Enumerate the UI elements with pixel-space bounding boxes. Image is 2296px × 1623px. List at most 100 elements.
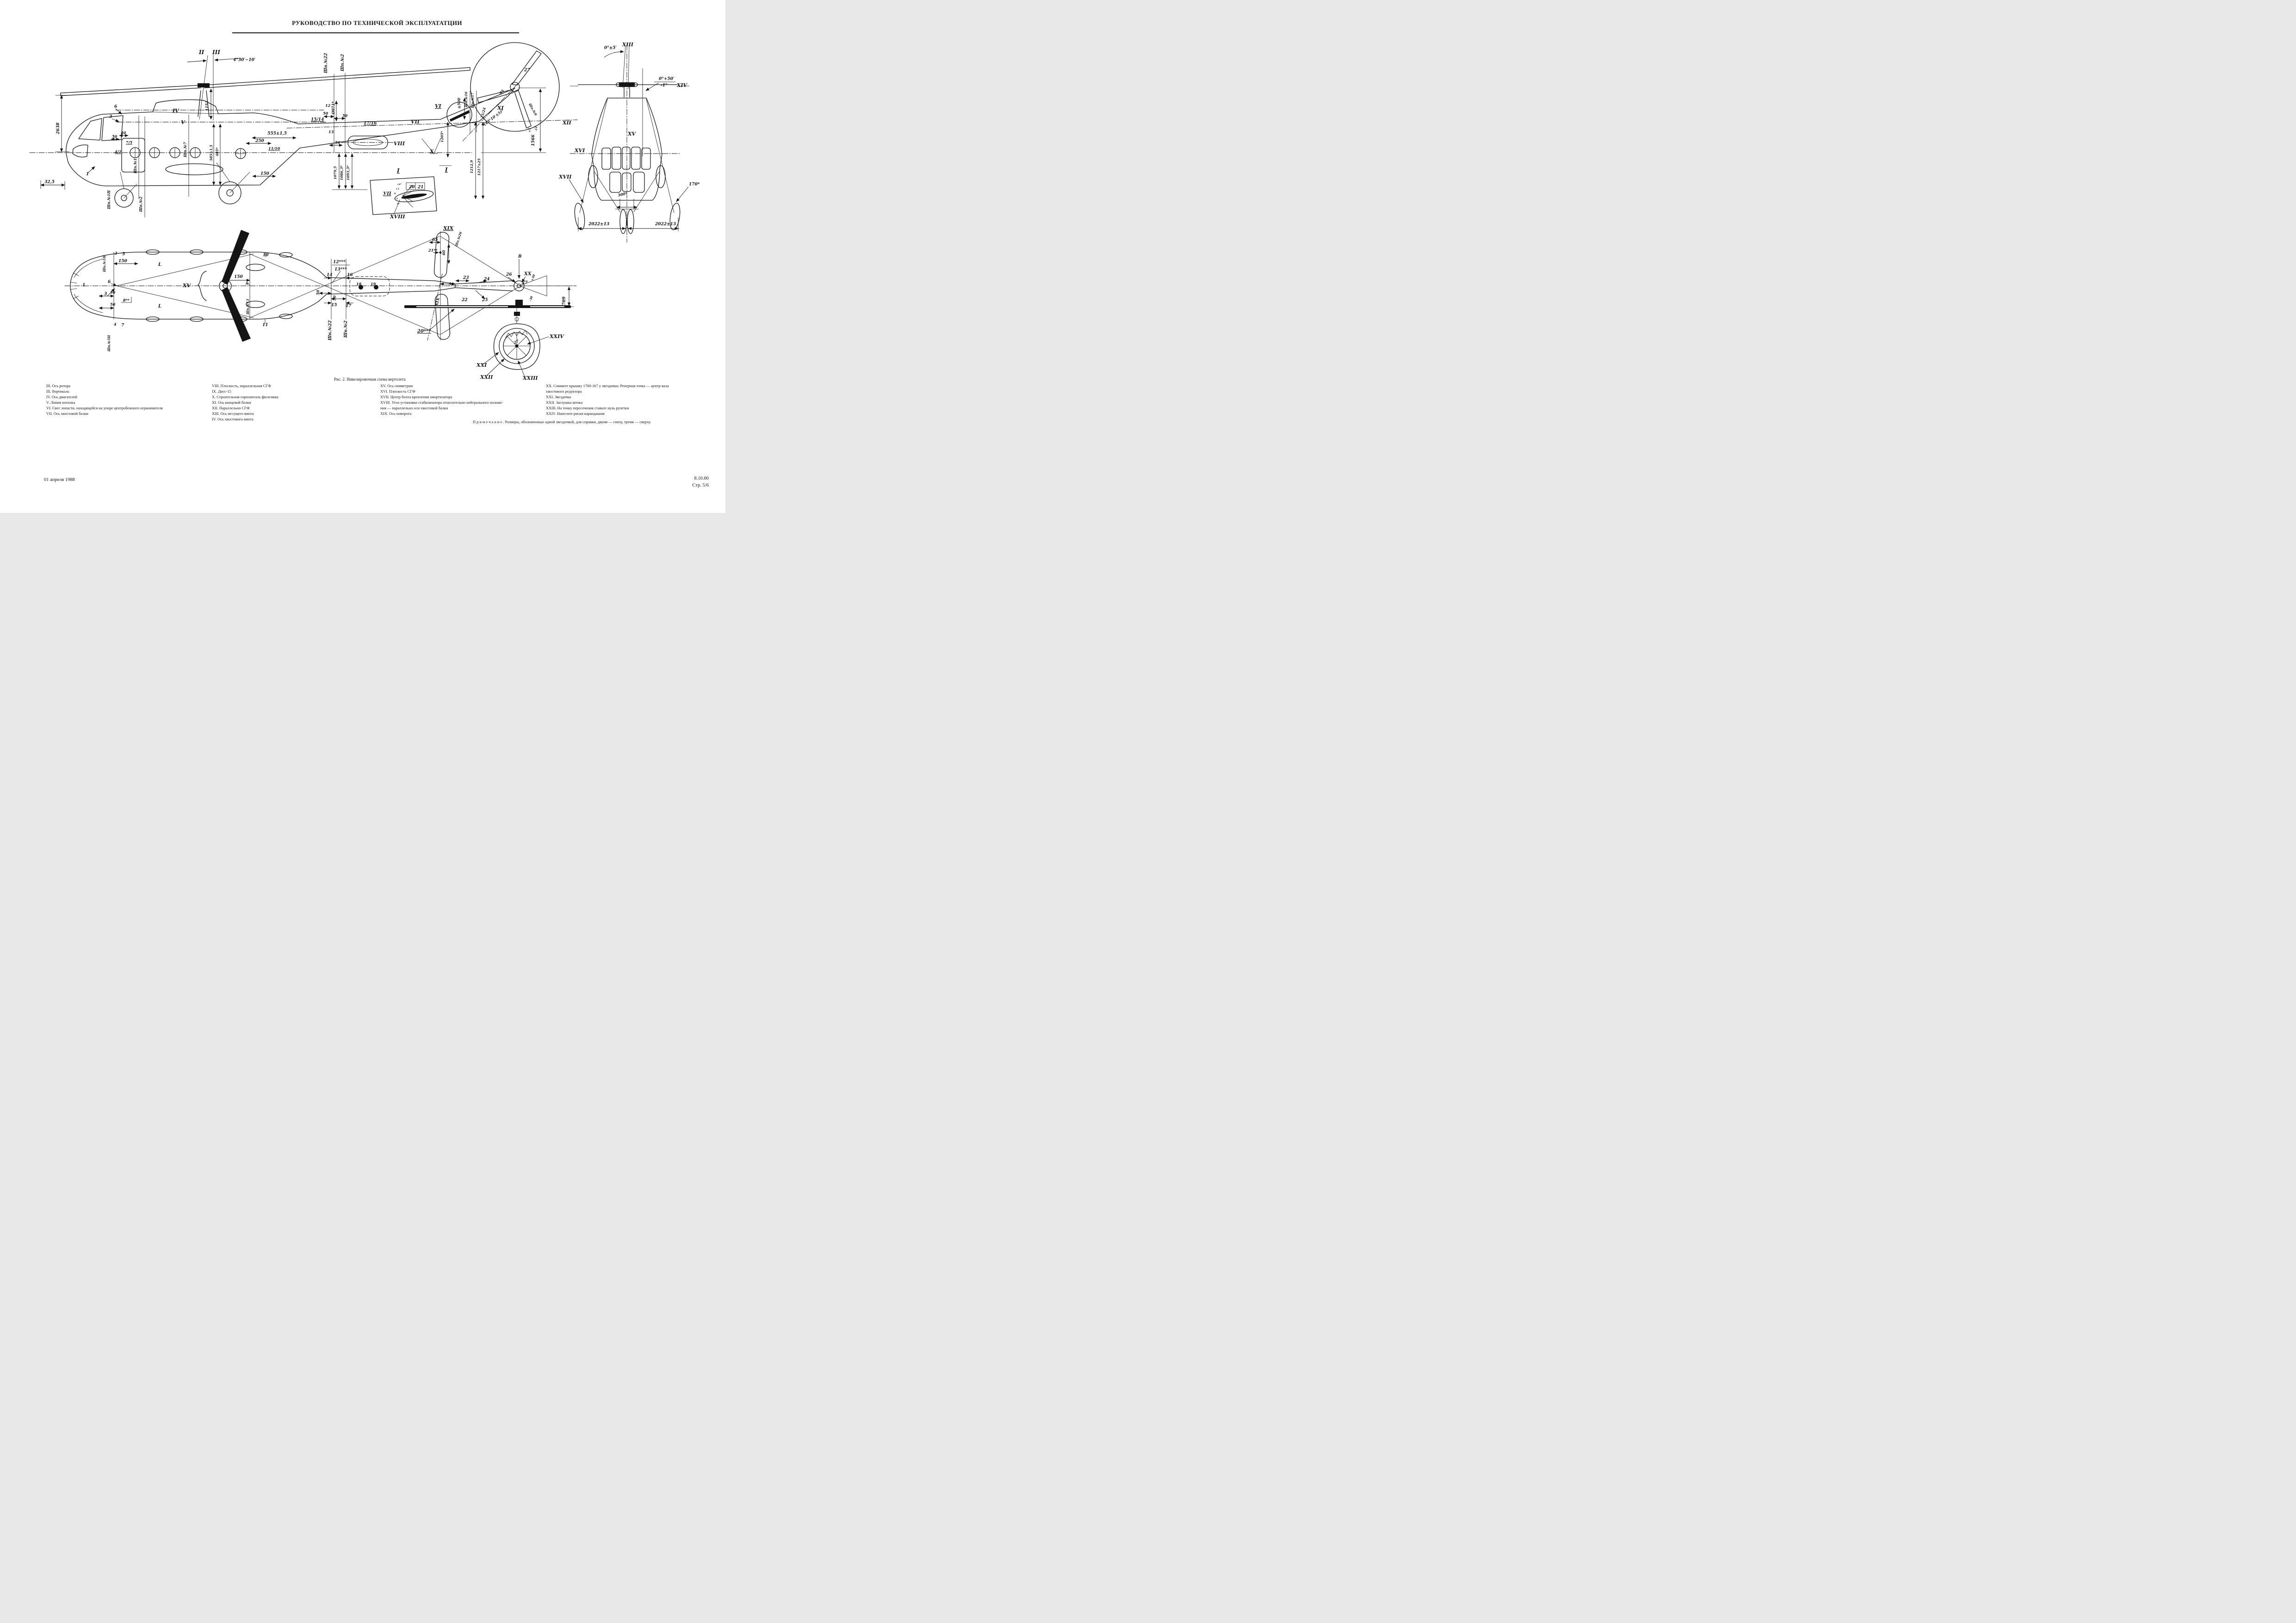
diagram-svg: IIIII4°30′−10′263863IVV555±1,51151585±1,…: [29, 42, 700, 381]
diagram-label: 1212,9: [470, 160, 474, 173]
diagram-label: I: [445, 167, 448, 173]
diagram-label: -1°: [661, 83, 668, 88]
diagram-label: 11/10: [268, 146, 280, 151]
diagram-label: 20***: [417, 329, 431, 334]
diagram-label: 21: [417, 185, 424, 190]
diagram-label: 26: [506, 272, 512, 277]
legend-item: XVIII. Угол установки стабилизатора отно…: [380, 401, 503, 405]
diagram-label: 1: [86, 172, 89, 177]
diagram-label: УП: [383, 191, 391, 197]
diagram-label: 60: [441, 250, 446, 255]
legend-item: VIII. Плоскость, параллельная СГФ: [212, 384, 271, 388]
diagram-label: 21**: [428, 248, 438, 253]
diagram-label: 4°30′−10′: [233, 58, 256, 62]
diagram-label: 170*: [689, 182, 700, 187]
diagram-label: Шп.№5Н: [107, 335, 111, 352]
diagram-label: 5: [122, 252, 125, 257]
diagram-label: 1093,3*: [346, 165, 350, 180]
diagram-label: 0°+50′: [659, 77, 675, 81]
diagram-label: 14: [327, 273, 333, 278]
footer-ref: 8.10.00 Стр. 5/6: [693, 475, 709, 489]
legend-item: III. Вертикаль: [46, 389, 69, 394]
diagram-label: Шп.№13: [246, 299, 250, 315]
diagram-label: XV: [627, 131, 637, 137]
diagram-label: 50: [342, 113, 348, 118]
diagram-label: 2022±13: [655, 222, 676, 227]
top-view: [64, 230, 577, 342]
diagram-label: Шп.№22: [328, 321, 333, 341]
legend-item: XIX. Ось поворота: [380, 412, 412, 416]
diagram-label: 50: [449, 282, 454, 286]
diagram-label: XIX: [434, 297, 441, 307]
diagram-label: Шп.№1: [133, 158, 137, 174]
legend-item: XI. Ось концевой балки: [212, 401, 251, 405]
diagram-label: V: [181, 119, 186, 125]
diagram-label: 1: [82, 283, 85, 288]
diagram-label: XXIV: [549, 333, 564, 339]
legend-item: XII. Параллельно СГФ: [212, 406, 250, 410]
diagram-label: 23: [463, 276, 469, 280]
diagram-label: -6°: [396, 203, 401, 205]
legend-item: IV. Ось двигателей: [46, 395, 78, 399]
diagram-label: 3: [109, 115, 112, 119]
manual-page: РУКОВОДСТВО ПО ТЕХНИЧЕСКОЙ ЭКСПЛУАТАТЦИИ: [0, 0, 725, 513]
diagram-label: Шп.№16: [464, 92, 468, 108]
diagram-label: L: [158, 262, 161, 267]
diagram-label: IV: [172, 108, 179, 114]
diagram-label: I: [396, 167, 400, 174]
diagram-label: 27: [513, 339, 520, 345]
diagram-label: XIX: [443, 225, 454, 231]
diagram-label: Шп.№22: [324, 53, 328, 74]
figure-caption: Рис. 2. Нивелировочная схема вертолета: [334, 377, 406, 382]
diagram-label: 2022±13: [588, 222, 609, 227]
diagram-label: 50: [110, 290, 116, 295]
diagram-label: 17/16: [364, 121, 377, 126]
diagram-label: 1086,3*: [340, 165, 344, 180]
legend-item: XIII. Ось несущего винта: [212, 412, 254, 416]
diagram-label: -12: [535, 126, 538, 131]
diagram-label: 555±1,5: [267, 131, 287, 136]
diagram-label: 585±1,5: [209, 145, 213, 161]
legend-item: XVII. Центр болта крепления амортизатора: [380, 395, 452, 399]
diagram-label: 13***: [334, 267, 347, 272]
diagram-label: 27: [521, 281, 528, 285]
diagram-label: Ø971*: [331, 101, 335, 115]
diagram-label: X: [429, 148, 434, 154]
diagram-label: 25: [482, 298, 488, 302]
diagram-label: 150: [234, 275, 243, 279]
diagram-label: 1217±25: [477, 158, 481, 176]
legend-item: ния — параллельно оси хвостовой балки: [380, 406, 448, 410]
diagram-label: 10: [263, 253, 269, 258]
diagram-label: 12***: [333, 260, 346, 265]
diagram-label: 3: [104, 292, 107, 296]
diagram-label: 2638: [56, 122, 61, 135]
diagram-label: II: [198, 49, 204, 56]
diagram-label: 2: [114, 251, 118, 255]
page-title: РУКОВОДСТВО ПО ТЕХНИЧЕСКОЙ ЭКСПЛУАТАТЦИИ: [292, 19, 462, 26]
diagram-label: 1079,5: [333, 166, 337, 179]
diagram-label: XIV: [676, 82, 688, 88]
diagram-label: 85: [498, 88, 505, 95]
hatch-oval-icons: [146, 249, 293, 322]
legend-item: IX. Дисс-15: [212, 389, 231, 394]
diagram-label: 1205*: [440, 131, 444, 142]
legend-item: XVI. Плоскость СГФ: [380, 389, 415, 394]
diagram-label: 6: [108, 280, 111, 284]
diagram-label: 15: [331, 303, 337, 308]
diagram-label: 4/2: [115, 149, 121, 154]
diagram-label: 9: [246, 281, 248, 286]
diagram-label: +3: [528, 128, 532, 132]
diagram-label: 50: [316, 290, 320, 295]
diagram-label: XVII: [558, 174, 572, 180]
footer-section: 8.10.00: [694, 476, 709, 481]
diagram-label: В: [518, 254, 522, 259]
legend-item: III. Ось ротора: [46, 384, 71, 388]
sprocket-detail: [483, 308, 549, 377]
legend-item: XV. Ось симметрии: [380, 384, 413, 388]
diagram-label: 709: [562, 296, 567, 305]
diagram-label: 18: [356, 282, 362, 286]
diagram-label: -3: [395, 197, 398, 200]
diagram-label: VII: [411, 119, 420, 125]
